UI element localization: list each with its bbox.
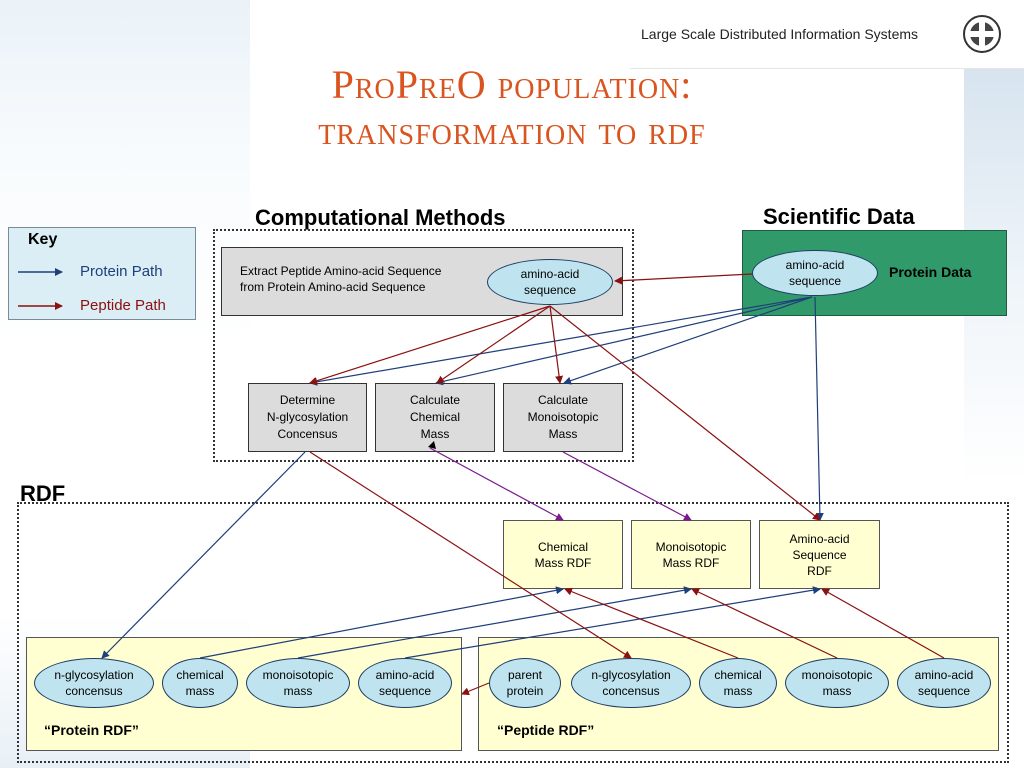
computational-methods-region <box>213 229 634 462</box>
protein-rdf-caption: “Protein RDF” <box>44 722 139 738</box>
calculate-chemical-mass-box: Calculate Chemical Mass <box>375 383 495 452</box>
arrow-peptide-chem-to-chem-rdf <box>564 587 739 659</box>
arrow-peptide-to-calc-mono <box>549 305 564 384</box>
slide-title: ProPreO population: transformation to rd… <box>150 62 874 154</box>
arrow-parent-protein-link <box>461 682 490 696</box>
amino-acid-sequence-rdf-box: Amino-acid Sequence RDF <box>759 520 880 589</box>
chemical-mass-rdf-box: Chemical Mass RDF <box>503 520 623 589</box>
peptide-rdf-parent-protein-ellipse: parent protein <box>489 658 561 708</box>
peptide-rdf-caption: “Peptide RDF” <box>497 722 595 738</box>
protein-data-label: Protein Data <box>889 264 972 280</box>
arrow-protein-aa-to-aa-rdf <box>404 586 821 659</box>
arrow-protein-to-determine <box>309 296 813 386</box>
arrow-protein-to-calc-chem <box>435 296 813 386</box>
calculate-monoisotopic-mass-box: Calculate Monoisotopic Mass <box>503 383 623 452</box>
extract-peptide-label: Extract Peptide Amino-acid Sequence from… <box>240 264 442 294</box>
arrow-protein-mono-to-mono-rdf <box>297 586 692 659</box>
lsdis-logo-icon <box>963 15 1001 53</box>
rdf-heading: RDF <box>20 481 66 506</box>
arrow-peptide-to-calc-chem <box>436 305 551 384</box>
arrow-calc-chem-to-chem-rdf <box>429 447 564 521</box>
arrow-protein-to-aa-rdf <box>814 296 824 521</box>
peptide-rdf-monoisotopic-mass-ellipse: monoisotopic mass <box>785 658 889 708</box>
protein-rdf-chemical-mass-ellipse: chemical mass <box>162 658 238 708</box>
key-title: Key <box>28 231 58 248</box>
peptide-rdf-chemical-mass-ellipse: chemical mass <box>699 658 777 708</box>
arrow-protein-to-calc-mono <box>563 296 813 385</box>
scientific-aa-sequence-ellipse: amino-acid sequence <box>752 250 878 296</box>
rdf-region <box>17 502 1009 763</box>
protein-rdf-nglycosylation-ellipse: n-glycosylation concensus <box>34 658 154 708</box>
key-protein-path-label: Protein Path <box>80 263 163 280</box>
header-bar <box>630 0 1024 69</box>
arrow-determine-to-peptide-nglyco <box>309 451 632 659</box>
key-peptide-path-label: Peptide Path <box>80 297 166 314</box>
protein-rdf-monoisotopic-mass-ellipse: monoisotopic mass <box>246 658 350 708</box>
computational-aa-sequence-ellipse: amino-acid sequence <box>487 259 613 305</box>
title-line-1: ProPreO population: <box>331 62 693 107</box>
title-line-2: transformation to rdf <box>318 108 706 153</box>
peptide-rdf-aa-sequence-ellipse: amino-acid sequence <box>897 658 991 708</box>
arrow-peptide-to-aa-rdf <box>549 305 821 521</box>
arrow-peptide-to-determine <box>309 305 551 385</box>
organization-name: Large Scale Distributed Information Syst… <box>641 26 919 42</box>
key-legend <box>8 227 196 320</box>
arrow-protein-chem-to-chem-rdf <box>199 586 564 659</box>
protein-rdf-aa-sequence-ellipse: amino-acid sequence <box>358 658 452 708</box>
arrow-determine-to-protein-nglyco <box>101 451 306 659</box>
calc-chem-arrow-tail-icon <box>428 441 436 449</box>
determine-nglycosylation-box: Determine N-glycosylation Concensus <box>248 383 367 452</box>
scientific-data-heading: Scientific Data <box>763 204 915 229</box>
arrow-peptide-aa-to-aa-rdf <box>821 588 945 659</box>
arrow-calc-mono-to-mono-rdf <box>562 451 692 521</box>
arrow-peptide-mono-to-mono-rdf <box>691 588 838 659</box>
computational-methods-heading: Computational Methods <box>255 205 506 230</box>
arrow-protein-to-extract <box>614 273 753 285</box>
